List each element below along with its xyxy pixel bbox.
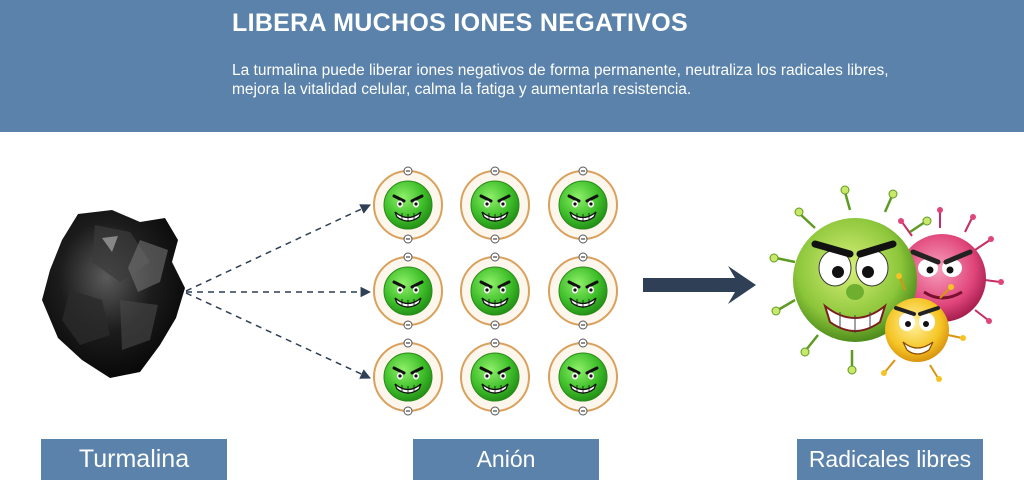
free-radical-virus-icon <box>769 185 1004 382</box>
label-anion: Anión <box>413 439 599 480</box>
page-description: La turmalina puede liberar iones negativ… <box>232 62 889 98</box>
emission-arrows <box>185 204 372 379</box>
negative-ion-face-icon <box>547 165 619 245</box>
anion-grid <box>372 165 619 417</box>
header-banner: LIBERA MUCHOS IONES NEGATIVOS La turmali… <box>0 0 1024 132</box>
emission-arrow-bottom <box>185 292 371 379</box>
negative-ion-face-icon <box>459 251 531 331</box>
negative-ion-face-icon <box>547 337 619 417</box>
label-radicales-libres: Radicales libres <box>797 439 983 480</box>
negative-ion-face-icon <box>372 337 444 417</box>
emission-arrow-top <box>185 204 371 292</box>
negative-ion-face-icon <box>459 337 531 417</box>
diagram-canvas <box>42 165 1004 417</box>
label-turmalina: Turmalina <box>41 439 227 480</box>
neutralize-arrow <box>643 266 756 304</box>
negative-ion-face-icon <box>372 165 444 245</box>
tourmaline-stone-icon <box>42 210 185 378</box>
page-title: LIBERA MUCHOS IONES NEGATIVOS <box>232 9 688 37</box>
negative-ion-face-icon <box>459 165 531 245</box>
negative-ion-face-icon <box>547 251 619 331</box>
negative-ion-face-icon <box>372 251 444 331</box>
